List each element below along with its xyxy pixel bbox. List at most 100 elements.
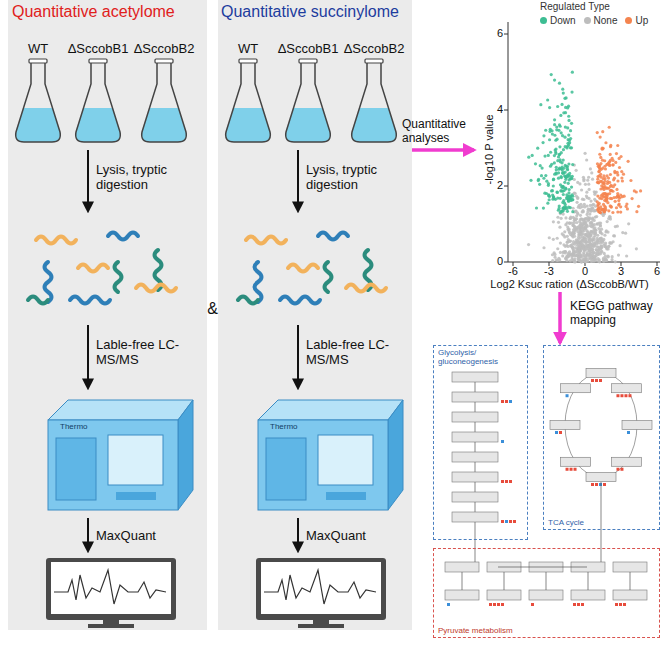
volcano-points <box>615 188 618 191</box>
volcano-points <box>614 225 617 228</box>
volcano-points <box>575 217 578 220</box>
volcano-points <box>598 202 601 205</box>
volcano-points <box>624 232 627 235</box>
volcano-points <box>559 251 562 254</box>
volcano-points <box>552 220 555 223</box>
volcano-points <box>597 207 600 210</box>
volcano-points <box>554 147 557 150</box>
volcano-points <box>580 233 583 236</box>
volcano-points <box>564 187 567 190</box>
volcano-points <box>560 103 563 106</box>
volcano-points <box>559 125 562 128</box>
tick-label: 0 <box>573 265 597 278</box>
volcano-points <box>567 182 570 185</box>
legend-item: Down <box>540 15 576 26</box>
volcano-points <box>608 181 611 184</box>
node-text: Quantitative succinylome <box>221 3 399 21</box>
pink-arrow <box>412 148 474 152</box>
volcano-points <box>562 243 565 246</box>
volcano-points <box>561 190 564 193</box>
volcano-points <box>550 73 553 76</box>
legend-item: Up <box>625 15 648 26</box>
volcano-points <box>563 235 566 238</box>
volcano-points <box>562 213 565 216</box>
volcano-points <box>572 207 575 210</box>
volcano-points <box>558 258 561 261</box>
volcano-points <box>609 205 612 208</box>
volcano-points <box>610 205 613 208</box>
volcano-points <box>547 182 550 185</box>
volcano-points <box>582 210 585 213</box>
kegg-map <box>475 442 476 452</box>
volcano-points <box>593 226 596 229</box>
volcano-points <box>591 178 594 181</box>
legend-item: None <box>584 15 618 26</box>
kegg-map <box>445 590 479 600</box>
volcano-points <box>591 239 594 242</box>
volcano-points <box>590 209 593 212</box>
kegg-map <box>452 492 498 502</box>
pathway-region: TCA cycle <box>543 345 660 530</box>
volcano-points <box>599 180 602 183</box>
volcano-points <box>529 179 532 182</box>
volcano-points <box>621 231 624 234</box>
volcano-points <box>562 193 565 196</box>
volcano-points <box>606 162 609 165</box>
volcano-points <box>592 232 595 235</box>
volcano-points <box>568 188 571 191</box>
kegg-map <box>529 590 563 600</box>
volcano-points <box>555 258 558 261</box>
volcano-points <box>620 176 623 179</box>
legend: Down None Up <box>540 15 656 26</box>
volcano-points <box>618 166 621 169</box>
flask-label: ΔSccobB1 <box>273 42 343 57</box>
volcano-points <box>554 150 557 153</box>
volcano-points <box>585 229 588 232</box>
volcano-points <box>543 155 546 158</box>
volcano-points <box>616 194 619 197</box>
volcano-points <box>601 148 604 151</box>
kegg-map <box>559 431 562 434</box>
kegg-map <box>501 520 504 523</box>
volcano-points <box>585 194 588 197</box>
plot-axes <box>508 22 509 262</box>
volcano-points <box>621 179 624 182</box>
volcano-points <box>583 205 586 208</box>
volcano-points <box>582 245 585 248</box>
kegg-map <box>501 400 504 403</box>
volcano-points <box>602 185 605 188</box>
volcano-points <box>585 233 588 236</box>
volcano-points <box>560 161 563 164</box>
volcano-points <box>603 234 606 237</box>
kegg-map <box>452 432 498 442</box>
edge-label: KEGG pathway mapping <box>570 300 662 328</box>
volcano-points <box>610 258 613 261</box>
volcano-points <box>562 111 565 114</box>
volcano-points <box>565 259 568 262</box>
volcano-points <box>619 193 622 196</box>
volcano-points <box>559 241 562 244</box>
volcano-points <box>579 206 582 209</box>
volcano-points <box>567 253 570 256</box>
kegg-map <box>504 572 505 590</box>
volcano-points <box>580 188 583 191</box>
kegg-map <box>586 473 616 482</box>
volcano-points <box>618 202 621 205</box>
kegg-map <box>616 468 619 471</box>
volcano-points <box>590 171 593 174</box>
volcano-points <box>593 209 596 212</box>
volcano-points <box>581 198 584 201</box>
volcano-points <box>639 189 642 192</box>
volcano-points <box>597 207 600 210</box>
volcano-points <box>574 192 577 195</box>
volcano-points <box>542 134 545 137</box>
volcano-points <box>569 216 572 219</box>
volcano-points <box>598 197 601 200</box>
volcano-points <box>591 248 594 251</box>
volcano-points <box>591 204 594 207</box>
kegg-map <box>501 440 504 443</box>
volcano-points <box>540 167 543 170</box>
volcano-points <box>581 260 584 263</box>
kegg-map <box>493 603 496 606</box>
